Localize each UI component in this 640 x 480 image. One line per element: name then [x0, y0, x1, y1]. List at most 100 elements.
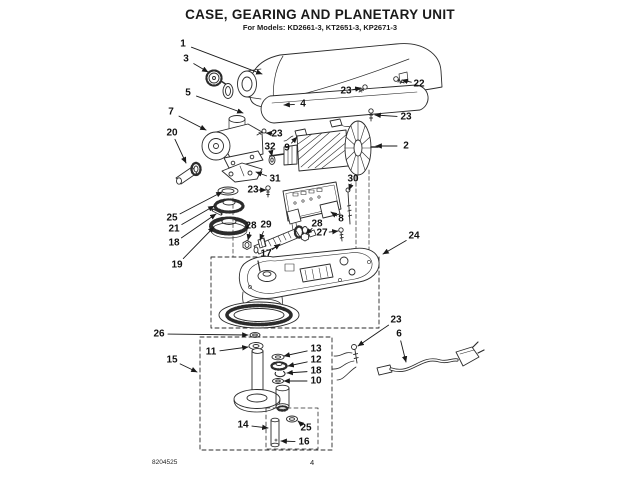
callout-14: 14: [237, 420, 269, 431]
callout-11: 11: [206, 345, 249, 358]
base-housing: [238, 247, 380, 312]
screw-23-fan: [368, 108, 374, 122]
retaining-clip-18: [274, 370, 286, 378]
retainer-ring-25: [217, 186, 239, 196]
callout-label-1: 1: [180, 39, 186, 50]
upper-gear-18: [213, 198, 245, 214]
planetary-shaft-assembly: [233, 342, 290, 413]
callout-label-28: 28: [311, 219, 323, 230]
callout-label-15: 15: [166, 355, 178, 366]
callout-label-25: 25: [300, 423, 312, 434]
callout-23: 23: [357, 315, 402, 347]
callout-label-13: 13: [310, 344, 322, 355]
callout-label-17: 17: [260, 249, 272, 260]
worm-shaft-17: [253, 225, 308, 255]
page-subtitle: For Models: KD2661-3, KT2651-3, KP2671-3: [242, 23, 398, 32]
callout-10: 10: [283, 376, 322, 387]
screw-27: [338, 227, 344, 242]
callout-label-3: 3: [183, 54, 189, 65]
callout-label-19: 19: [171, 260, 183, 271]
callout-22: 22: [401, 79, 425, 90]
document-number: 8204525: [152, 459, 178, 466]
callout-29: 29: [259, 220, 272, 241]
callout-label-23: 23: [271, 129, 283, 140]
callout-28: 28: [245, 221, 257, 241]
hex-nut-28-left: [242, 240, 252, 250]
motor-armature-fan: [269, 120, 379, 176]
callout-label-23: 23: [340, 86, 352, 97]
callout-label-32: 32: [264, 142, 276, 153]
callout-12: 12: [287, 355, 322, 368]
callout-label-5: 5: [185, 88, 191, 99]
callout-label-27: 27: [316, 228, 328, 239]
planetary-pin-14: [270, 417, 280, 448]
assembly-axis-lines: [232, 169, 370, 258]
callout-27: 27: [316, 228, 339, 239]
callout-9: 9: [284, 136, 298, 154]
callout-17: 17: [260, 243, 281, 260]
callout-4: 4: [283, 99, 306, 110]
shim-ring-26: [249, 332, 261, 338]
power-cord-6: [331, 341, 485, 381]
callout-label-18: 18: [168, 238, 180, 249]
callout-label-8: 8: [338, 214, 344, 225]
callout-label-11: 11: [206, 347, 217, 358]
callout-28: 28: [305, 219, 323, 235]
callout-21: 21: [168, 205, 215, 235]
callout-label-12: 12: [310, 355, 322, 366]
callout-label-28: 28: [245, 221, 257, 232]
callout-13: 13: [283, 344, 322, 358]
gearbox: [201, 115, 264, 169]
ring-25-lower: [286, 415, 298, 423]
callout-label-29: 29: [260, 220, 272, 231]
page-header: CASE, GEARING AND PLANETARY UNIT For Mod…: [0, 7, 640, 32]
trim-band: [260, 84, 429, 124]
callout-30: 30: [347, 174, 359, 191]
shaft-and-gear-20: [175, 161, 202, 185]
screw-22: [393, 76, 405, 84]
callout-31: 31: [255, 171, 281, 185]
callout-32: 32: [264, 142, 276, 157]
callout-16: 16: [280, 437, 310, 448]
callout-7: 7: [168, 107, 207, 131]
page-number: 4: [310, 458, 315, 467]
callout-label-23: 23: [400, 112, 412, 123]
callout-label-4: 4: [300, 99, 306, 110]
callout-5: 5: [185, 88, 244, 114]
washer-32: [268, 155, 276, 165]
internal-ring-gear: [218, 301, 300, 329]
callout-label-26: 26: [153, 329, 165, 340]
attachment-knob: [205, 69, 234, 99]
callout-3: 3: [183, 54, 209, 73]
callout-label-22: 22: [413, 79, 425, 90]
cord-screw-23: [351, 344, 359, 364]
callout-20: 20: [166, 128, 187, 164]
callout-label-16: 16: [298, 437, 310, 448]
callout-label-10: 10: [310, 376, 322, 387]
callout-label-23: 23: [247, 185, 259, 196]
callout-23: 23: [340, 86, 362, 97]
callout-23: 23: [247, 185, 267, 196]
callout-26: 26: [153, 329, 249, 340]
callout-label-20: 20: [166, 128, 178, 139]
callout-label-21: 21: [168, 224, 180, 235]
callout-25: 25: [297, 420, 312, 434]
bearing-collar-29: [257, 237, 267, 249]
callout-label-30: 30: [347, 174, 359, 185]
page-title: CASE, GEARING AND PLANETARY UNIT: [185, 7, 455, 22]
callout-6: 6: [396, 329, 408, 363]
callout-23: 23: [374, 112, 412, 123]
attachment-hub: [237, 68, 262, 100]
bevel-gear-19: [209, 216, 249, 239]
pinion-gear-12: [270, 361, 288, 371]
callout-label-25: 25: [166, 213, 178, 224]
callout-label-23: 23: [390, 315, 402, 326]
callout-label-9: 9: [284, 143, 290, 154]
callout-1: 1: [180, 39, 263, 75]
callout-8: 8: [330, 211, 344, 225]
callout-label-18: 18: [310, 366, 322, 377]
washer-13: [271, 353, 285, 361]
